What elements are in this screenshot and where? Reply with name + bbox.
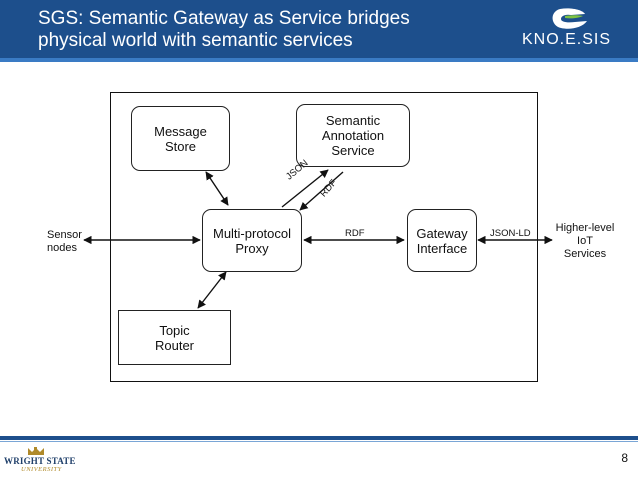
edge-label-json-ld: JSON-LD	[490, 228, 531, 239]
label-iot-services: Higher-level IoT Services	[555, 222, 615, 260]
node-semantic-annotation-service: Semantic Annotation Service	[296, 104, 410, 167]
node-multi-protocol-proxy: Multi-protocol Proxy	[202, 209, 302, 272]
edge-proxy-router	[197, 271, 227, 309]
node-gateway-interface: Gateway Interface	[407, 209, 477, 272]
wright-state-sub: UNIVERSITY	[21, 466, 62, 473]
slide-title: SGS: Semantic Gateway as Service bridges…	[38, 8, 410, 51]
knoesis-logo-icon	[552, 8, 587, 29]
page-number: 8	[621, 451, 628, 465]
footer-divider-accent	[0, 441, 638, 442]
label-sensor-nodes: Sensor nodes	[47, 229, 82, 254]
edge-proxy-annotation	[281, 169, 329, 208]
wright-state-name: WRIGHT STATE	[4, 456, 76, 466]
footer-divider	[0, 436, 638, 440]
edge-label-rdf: RDF	[345, 228, 365, 239]
slide-header: SGS: Semantic Gateway as Service bridges…	[0, 0, 638, 62]
wright-state-logo-icon	[28, 447, 44, 455]
node-topic-router: Topic Router	[118, 310, 231, 365]
node-message-store: Message Store	[131, 106, 230, 171]
diagram-connectors	[83, 169, 553, 309]
knoesis-logo-text: KNO.E.SIS	[522, 31, 612, 48]
edge-store-proxy	[205, 171, 229, 206]
edge-annotation-proxy	[299, 171, 344, 211]
diagram-frame	[110, 92, 538, 382]
